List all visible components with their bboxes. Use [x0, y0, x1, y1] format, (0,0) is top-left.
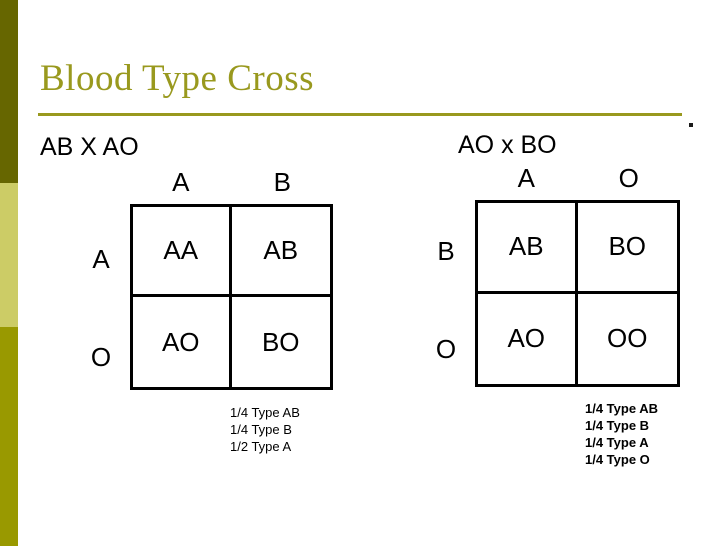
punnett-right-col-header-1: O — [618, 163, 639, 193]
punnett-left-row-header-0: A — [92, 244, 110, 274]
sidebar-accent-bar — [0, 0, 18, 546]
punnett-right-cell-3: OO — [607, 323, 648, 354]
punnett-left-cell-2: AO — [133, 297, 232, 387]
punnett-left-cell-3: BO — [261, 326, 300, 357]
punnett-right-cell-2: AO — [478, 293, 578, 384]
ratio-legend-left: 1/4 Type AB 1/4 Type B 1/2 Type A — [230, 404, 300, 455]
punnett-left-col-header-1: B — [273, 167, 291, 197]
ratio-legend-right-line-1: 1/4 Type B — [585, 418, 650, 433]
cross-heading-right: AO x BO — [458, 131, 557, 159]
punnett-square-left: A B A O AA AB AO BO — [91, 167, 333, 390]
ratio-legend-left-line-2: 1/2 Type A — [230, 439, 292, 454]
ratio-legend-right: 1/4 Type AB 1/4 Type B 1/4 Type A 1/4 Ty… — [585, 400, 658, 468]
punnett-right-cell-0: AB — [478, 203, 578, 294]
ratio-legend-left-line-0: 1/4 Type AB — [230, 405, 300, 420]
stray-dot-artifact — [689, 123, 693, 127]
punnett-left-row-header-1: O — [90, 342, 112, 372]
cross-heading-left: AB X AO — [40, 133, 139, 161]
sidebar-band-middle — [0, 183, 18, 327]
punnett-right-cell-1: BO — [577, 203, 677, 294]
sidebar-band-top — [0, 0, 18, 183]
ratio-legend-right-line-3: 1/4 Type O — [585, 452, 650, 467]
ratio-legend-right-line-2: 1/4 Type A — [585, 435, 649, 450]
punnett-left-cell-1: AB — [231, 207, 330, 297]
punnett-right-row-header-1: O — [435, 334, 457, 364]
punnett-right-col-header-0: A — [517, 163, 535, 193]
punnett-square-right: A O B O AB BO AO OO — [436, 163, 680, 387]
ratio-legend-right-line-0: 1/4 Type AB — [585, 401, 658, 416]
punnett-right-row-header-0: B — [437, 236, 455, 266]
title-underline-rule — [38, 113, 682, 116]
punnett-right-grid: AB BO AO OO — [475, 200, 680, 387]
punnett-left-col-header-0: A — [172, 167, 190, 197]
ratio-legend-left-line-1: 1/4 Type B — [230, 422, 292, 437]
page-title: Blood Type Cross — [40, 58, 315, 99]
sidebar-band-bottom — [0, 327, 18, 546]
punnett-left-grid: AA AB AO BO — [130, 204, 333, 390]
punnett-left-cell-0: AA — [133, 207, 232, 297]
